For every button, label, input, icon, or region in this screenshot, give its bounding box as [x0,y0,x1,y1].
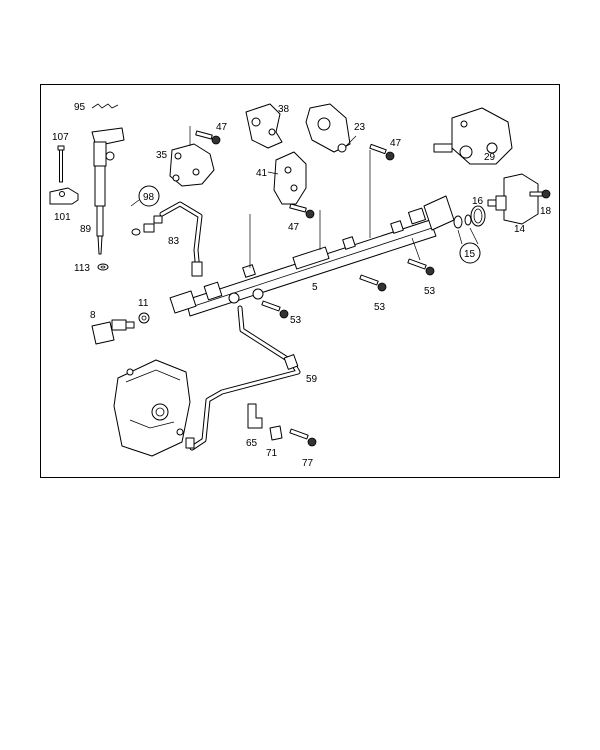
part-11-seal [138,312,150,324]
part-65-holder [247,403,263,429]
part-29-bracket [433,107,513,165]
part-59-high-pressure-line [189,305,301,451]
leader-23 [345,135,357,147]
label-95: 95 [74,102,86,113]
label-16: 16 [472,196,484,207]
part-98-seal [131,215,163,236]
part-41-bracket [273,151,307,205]
rail-leaders [249,150,421,268]
part-113-washer [97,263,109,271]
label-71: 71 [266,448,278,459]
part-14-pressure-regulator [487,173,539,225]
label-113: 113 [74,263,90,274]
part-47-bolt-top [195,130,221,145]
callout-circle-15 [459,242,481,264]
label-107: 107 [52,132,69,143]
label-47-41: 47 [288,222,300,233]
part-35-bracket [169,143,215,187]
label-8: 8 [90,310,96,321]
leader-98 [130,199,140,207]
leader-41 [267,171,279,175]
diagram-frame [40,84,560,478]
label-18: 18 [540,206,552,217]
part-23-bracket [305,103,351,153]
part-16-o-ring [470,205,486,227]
part-83-fuel-line [159,201,203,277]
part-89-injector [91,127,125,255]
part-5-fuel-rail [169,195,455,317]
label-11: 11 [138,298,149,309]
label-77: 77 [302,458,314,469]
label-98: 98 [143,192,155,203]
part-101-clamp [49,187,79,205]
part-53-bolt-c [407,258,435,276]
label-101: 101 [54,212,71,223]
label-29: 29 [484,152,496,163]
part-95-clip [91,103,119,109]
label-83: 83 [168,236,180,247]
label-53-right: 53 [424,286,436,297]
label-35: 35 [156,150,168,161]
label-14: 14 [514,224,526,235]
label-65: 65 [246,438,258,449]
label-89: 89 [80,224,92,235]
label-23: 23 [354,122,366,133]
part-15-seal-kit [453,214,472,229]
high-pressure-pump [113,359,195,457]
label-59: 59 [306,374,318,385]
part-71-clip [269,425,283,441]
label-15: 15 [464,249,476,260]
leader-15 [457,227,479,245]
label-47-top: 47 [216,122,228,133]
part-47-bolt-23 [369,143,395,161]
part-38-bracket [245,103,283,149]
label-38: 38 [278,104,290,115]
label-47-23: 47 [390,138,402,149]
callout-circle-98 [138,185,160,207]
part-8-sensor [91,319,135,345]
label-53-left: 53 [290,315,302,326]
label-53-mid: 53 [374,302,386,313]
part-107-bolt [57,145,65,183]
part-77-bolt [289,428,317,447]
part-53-bolt-a [261,300,289,319]
part-18-screw [529,189,551,199]
label-41: 41 [256,168,268,179]
label-5: 5 [312,282,318,293]
part-47-bolt-41 [289,203,315,219]
part-53-bolt-b [359,274,387,292]
